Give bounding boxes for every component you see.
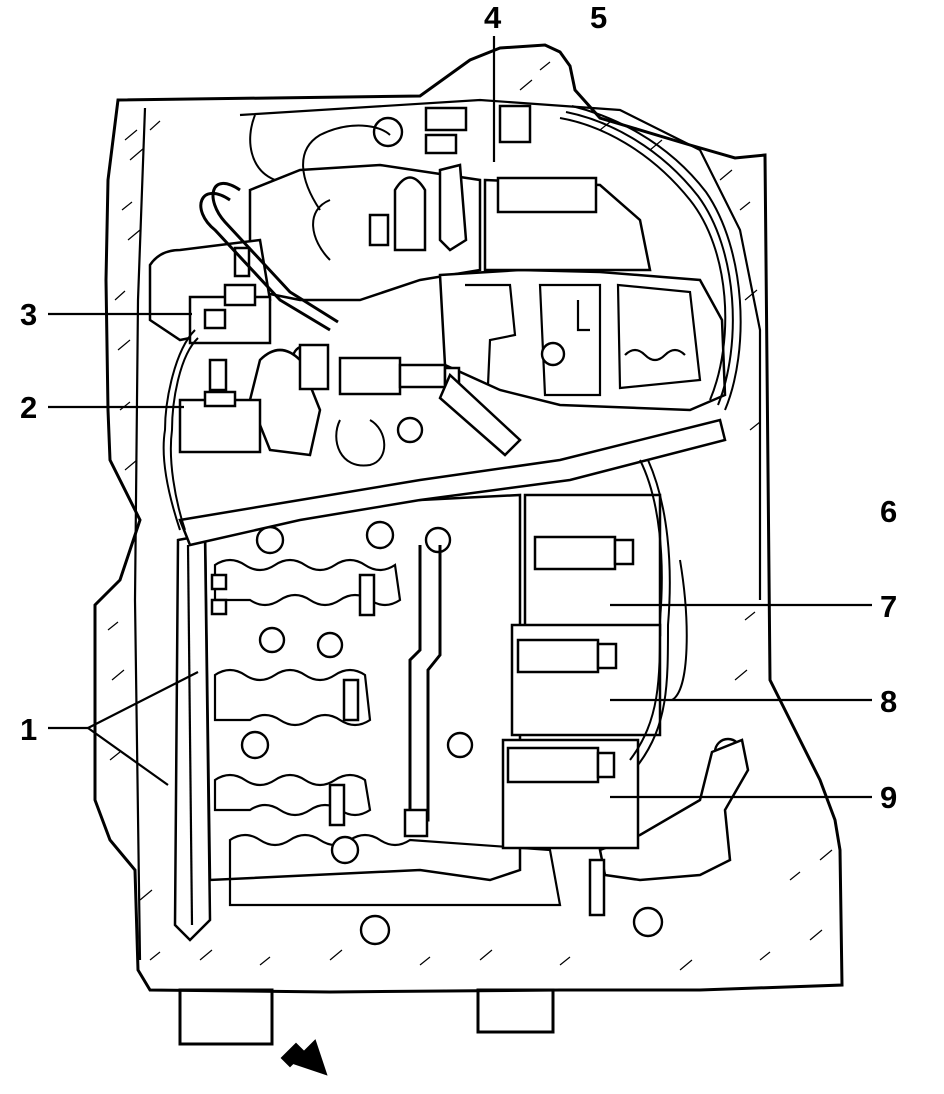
callout-6: 6	[880, 494, 897, 529]
connector-tab-left	[178, 988, 274, 1046]
valve-body	[155, 116, 750, 946]
callout-5: 5	[590, 0, 607, 35]
housing	[93, 43, 844, 1046]
solenoid-3	[188, 295, 272, 345]
view-direction-arrow-icon	[280, 1039, 328, 1076]
callout-9: 9	[880, 780, 897, 815]
wiring-harness	[162, 105, 742, 942]
callout-4: 4	[484, 0, 502, 35]
callout-labels: 1 2 3 4 5 6 7 8 9	[20, 0, 897, 815]
right-solenoids	[501, 493, 662, 850]
leader-lines	[48, 36, 872, 799]
leader-1c	[87, 727, 169, 786]
solenoid-2	[178, 398, 262, 454]
upper-block	[248, 104, 727, 457]
spool-bores	[213, 558, 562, 907]
callout-8: 8	[880, 684, 897, 719]
callout-3: 3	[20, 297, 37, 332]
speed-sensor-4	[496, 176, 598, 214]
solenoid-middle	[338, 356, 402, 396]
housing-outline	[93, 43, 844, 994]
leader-1b	[87, 671, 199, 729]
callout-2: 2	[20, 390, 37, 425]
connector-tab-right	[476, 988, 555, 1034]
callout-1: 1	[20, 712, 37, 747]
callout-7: 7	[880, 589, 897, 624]
